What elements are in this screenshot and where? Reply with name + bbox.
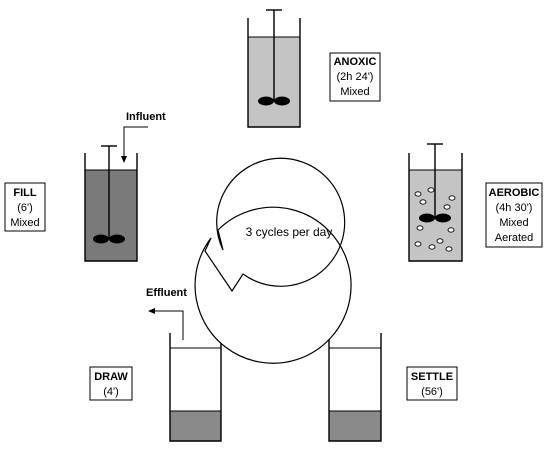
cycle-arrow-ring: [194, 157, 352, 364]
effluent-pipe: [154, 310, 184, 340]
effluent-arrowhead: [148, 308, 155, 314]
settle-sludge: [329, 411, 381, 441]
draw-duration: (4'): [103, 386, 119, 398]
anoxic-impeller-right: [274, 96, 290, 106]
draw-tank-walls: [169, 333, 222, 442]
fill-mode: Mixed: [10, 217, 39, 229]
aerobic-tank-walls: [408, 153, 463, 262]
aerobic-mode: Mixed: [499, 217, 528, 229]
fill-duration: (6'): [17, 202, 33, 214]
settle-name: SETTLE: [411, 371, 453, 383]
fill-impeller-left: [93, 234, 109, 244]
settle-tank: [328, 333, 382, 442]
draw-sludge: [170, 411, 221, 441]
anoxic-mode: Mixed: [340, 86, 369, 98]
cycle-arrow: 3 cycles per day: [194, 157, 352, 364]
settle-tank-walls: [328, 333, 382, 442]
draw-label-box: DRAW (4'): [89, 366, 133, 401]
draw-tank: [169, 333, 222, 442]
aerobic-tank: [408, 143, 463, 262]
aeration-bubbles: [414, 187, 456, 252]
aerobic-impeller-right: [435, 213, 451, 223]
influent-label: Influent: [126, 111, 166, 123]
cycle-label: 3 cycles per day: [246, 225, 333, 239]
anoxic-impeller-left: [258, 96, 274, 106]
influent-flow: Influent: [121, 111, 166, 163]
anoxic-duration: (2h 24'): [337, 71, 374, 83]
anoxic-tank: [247, 9, 301, 128]
aerobic-aeration: Aerated: [495, 232, 534, 244]
settle-duration: (56'): [421, 386, 443, 398]
aerobic-label-box: AEROBIC (4h 30') Mixed Aerated: [485, 182, 543, 248]
anoxic-tank-walls: [247, 18, 301, 128]
aerobic-name: AEROBIC: [489, 187, 540, 199]
anoxic-name: ANOXIC: [334, 56, 377, 68]
settle-label-box: SETTLE (56'): [406, 366, 458, 401]
aerobic-impeller-left: [419, 213, 435, 223]
fill-name: FILL: [13, 187, 36, 199]
fill-tank-walls: [84, 153, 138, 262]
draw-name: DRAW: [94, 371, 128, 383]
effluent-label: Effluent: [146, 287, 187, 299]
anoxic-label-box: ANOXIC (2h 24') Mixed: [329, 52, 381, 102]
fill-impeller-right: [109, 234, 125, 244]
fill-liquid: [85, 170, 137, 261]
aerobic-duration: (4h 30'): [496, 202, 533, 214]
influent-arrowhead: [121, 156, 127, 163]
fill-tank: [84, 145, 138, 262]
fill-label-box: FILL (6') Mixed: [4, 182, 46, 232]
effluent-flow: Effluent: [146, 287, 187, 340]
influent-pipe: [123, 126, 148, 157]
